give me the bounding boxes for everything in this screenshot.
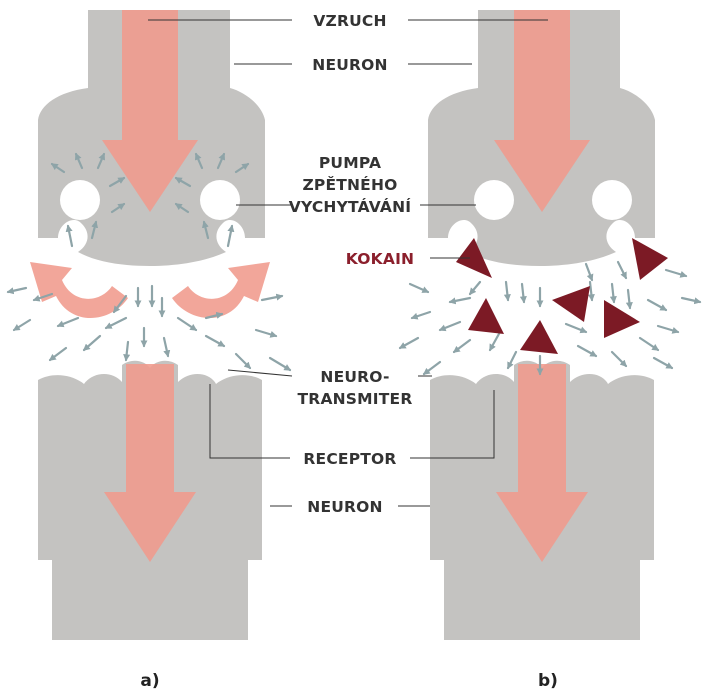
panel-label-b: b) (538, 671, 558, 691)
label-impulse: VZRUCH (313, 12, 386, 30)
panel-a: a) (8, 10, 290, 691)
neurotransmitters-b (400, 262, 700, 374)
reuptake-arrow-left-a (30, 262, 128, 318)
labels: VZRUCH NEURON PUMPA ZPĚTNÉHO VYCHYTÁVÁNÍ… (289, 12, 414, 516)
panel-label-a: a) (140, 671, 159, 691)
reuptake-pump-right-a (200, 180, 240, 220)
reuptake-pump-left-b (474, 180, 514, 220)
reuptake-pump-left-a (60, 180, 100, 220)
reuptake-pump-right-b (592, 180, 632, 220)
label-receptor: RECEPTOR (303, 450, 396, 468)
label-cocaine: KOKAIN (346, 250, 414, 268)
label-neuron-bottom: NEURON (307, 498, 382, 516)
label-pump-line2: ZPĚTNÉHO (302, 175, 397, 194)
label-nt-line2: TRANSMITER (298, 390, 413, 408)
label-pump-line1: PUMPA (319, 154, 381, 172)
label-nt-line1: NEURO- (320, 368, 389, 386)
label-neuron-top: NEURON (312, 56, 387, 74)
label-pump-line3: VYCHYTÁVÁNÍ (289, 197, 411, 216)
reuptake-arrow-right-a (172, 262, 270, 318)
panel-b: b) (400, 10, 700, 691)
